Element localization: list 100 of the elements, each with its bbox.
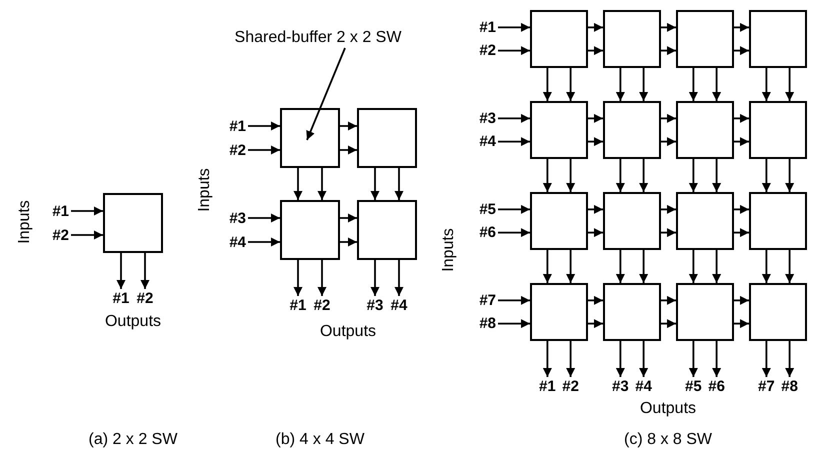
caption: (a) 2 x 2 SW (88, 432, 178, 448)
arrow (712, 250, 722, 283)
arrow (394, 168, 404, 200)
arrow (734, 296, 749, 305)
arrow (588, 228, 603, 238)
port-label: #1 (286, 296, 310, 314)
arrow (588, 137, 603, 146)
arrow (566, 250, 576, 283)
arrow (785, 250, 794, 283)
switch-box (749, 192, 807, 250)
arrow (588, 204, 603, 214)
arrow (639, 250, 648, 283)
arrow (498, 319, 530, 328)
caption: (b) 4 x 4 SW (276, 432, 364, 448)
port-label: #1 (41, 202, 69, 220)
arrow (734, 137, 749, 146)
arrow (340, 238, 357, 246)
port-label: #2 (218, 141, 246, 159)
arrow (616, 159, 625, 192)
arrow (498, 46, 530, 56)
port-label: #6 (468, 224, 496, 242)
arrow (588, 22, 603, 32)
arrow (762, 341, 771, 377)
port-label: #4 (632, 377, 656, 395)
switch-box (103, 193, 163, 253)
arrow (318, 168, 326, 200)
axis-label: Inputs (17, 200, 33, 244)
arrow (498, 228, 530, 238)
arrow (688, 68, 698, 101)
arrow (616, 341, 625, 377)
port-label: #3 (363, 296, 387, 314)
arrow (542, 250, 552, 283)
arrow (498, 22, 530, 32)
switch-box (603, 101, 661, 159)
axis-label: Outputs (320, 324, 376, 340)
port-label: #7 (754, 377, 778, 395)
arrow (762, 159, 771, 192)
arrow (248, 146, 280, 154)
arrow (734, 319, 749, 328)
arrow (294, 168, 302, 200)
arrow (785, 159, 794, 192)
arrow (318, 260, 326, 296)
arrow (762, 250, 771, 283)
arrow (661, 228, 676, 238)
arrow (248, 238, 280, 246)
arrow (661, 296, 676, 305)
switch-box (749, 283, 807, 341)
axis-label: Outputs (640, 401, 696, 417)
arrow (661, 319, 676, 328)
arrow (294, 260, 302, 296)
arrow (785, 341, 794, 377)
arrow (688, 341, 698, 377)
caption: (c) 8 x 8 SW (624, 432, 712, 448)
arrow (688, 250, 698, 283)
port-label: #5 (681, 377, 706, 395)
arrow (140, 253, 150, 289)
arrow (588, 46, 603, 56)
arrow (712, 341, 722, 377)
arrow (661, 46, 676, 56)
arrow (116, 253, 126, 289)
arrow (588, 319, 603, 328)
switch-box (603, 283, 661, 341)
arrow (498, 114, 530, 123)
arrow (498, 296, 530, 305)
arrow (734, 228, 749, 238)
port-label: #8 (468, 314, 496, 333)
arrow (566, 68, 576, 101)
arrow (688, 159, 698, 192)
arrow (370, 260, 380, 296)
arrow (712, 159, 722, 192)
arrow (588, 296, 603, 305)
arrow (734, 22, 749, 32)
switch-box (530, 101, 588, 159)
port-label: #1 (535, 377, 560, 395)
switch-box (530, 283, 588, 341)
arrow (616, 68, 625, 101)
switch-box (280, 200, 340, 260)
arrow (661, 137, 676, 146)
arrow (340, 122, 357, 130)
port-label: #5 (468, 200, 496, 218)
arrow (394, 260, 404, 296)
arrow (340, 146, 357, 154)
arrow (248, 214, 280, 222)
port-label: #8 (778, 377, 802, 395)
arrow (762, 68, 771, 101)
port-label: #2 (41, 226, 69, 244)
port-label: #1 (218, 117, 246, 135)
port-label: #7 (468, 291, 496, 310)
arrow (542, 68, 552, 101)
arrow (639, 159, 648, 192)
port-label: #1 (468, 18, 496, 36)
arrow (248, 122, 280, 130)
arrow (566, 159, 576, 192)
port-label: #2 (310, 296, 334, 314)
port-label: #1 (109, 289, 133, 307)
switch-box (357, 200, 417, 260)
arrow (639, 341, 648, 377)
callout-label: Shared-buffer 2 x 2 SW (200, 28, 436, 48)
port-label: #2 (558, 377, 583, 395)
arrow (588, 114, 603, 123)
